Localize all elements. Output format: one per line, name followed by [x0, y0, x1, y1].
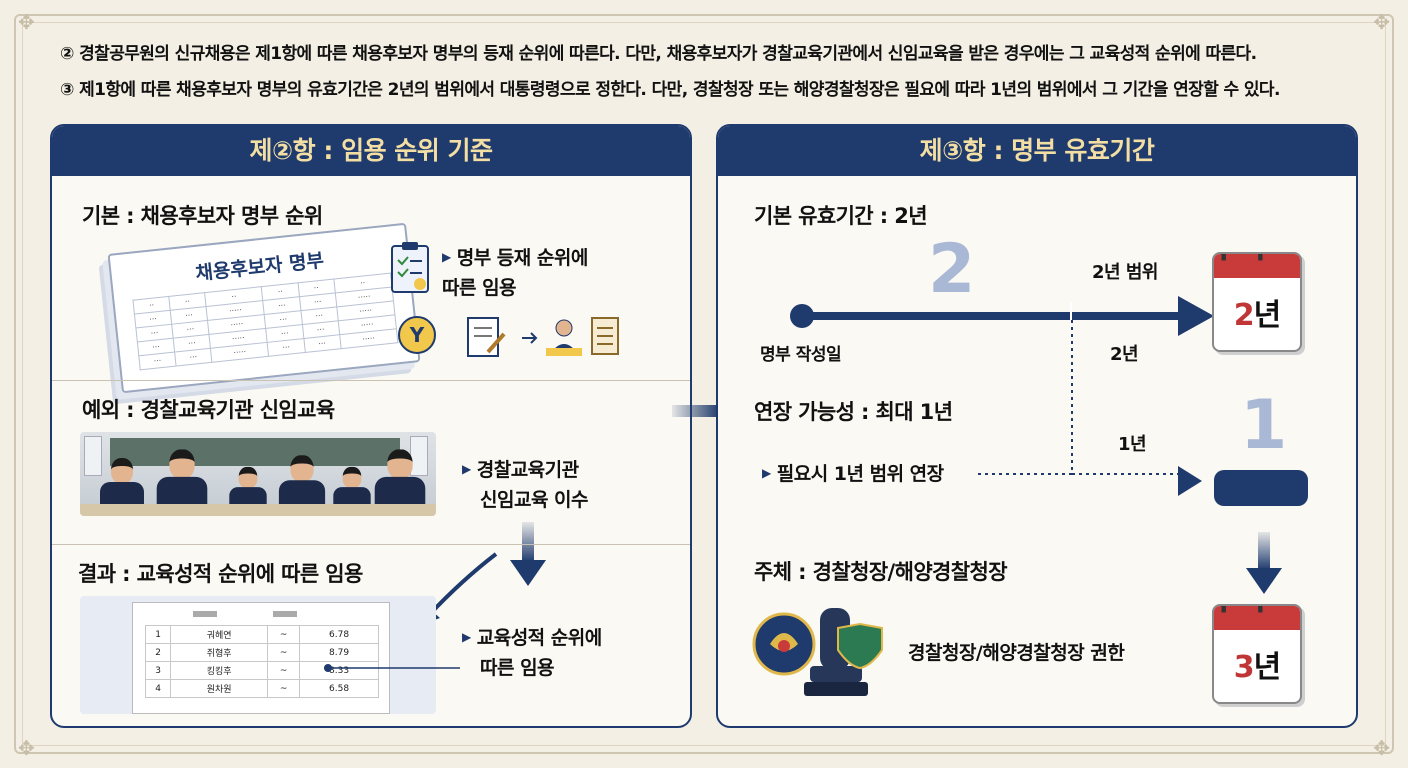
score-cell: 6.58 [299, 679, 379, 698]
range-label: 2년 범위 [1092, 262, 1158, 283]
start-date-label: 명부 작성일 [760, 345, 842, 365]
corner-ornament-icon: ✥ [18, 736, 35, 760]
extension-bullet: ▶ 필요시 1년 범위 연장 [762, 458, 944, 489]
panel-title: 제③항 : 명부 유효기간 [718, 126, 1356, 176]
bullet-line: 따른 임용 [480, 657, 555, 679]
calendar-value: 3년 [1214, 642, 1300, 686]
rank-cell: 1 [144, 625, 172, 644]
calendar-rings: ▮▮ [1220, 604, 1294, 614]
desk [80, 504, 436, 516]
section-divider [52, 380, 690, 381]
section-divider [718, 380, 1356, 381]
panel-title: 제②항 : 임용 순위 기준 [52, 126, 690, 176]
authority-label: 경찰청장/해양경찰청장 권한 [908, 642, 1125, 664]
pointer-line [324, 664, 460, 672]
calendar-unit: 년 [1253, 650, 1282, 685]
timeline-tick [1070, 302, 1072, 330]
corner-ornament-icon: ✥ [18, 10, 35, 34]
calendar-icon: ▮▮ 2년 [1212, 252, 1302, 352]
clause-3-panel: 제③항 : 명부 유효기간 기본 유효기간 : 2년 2 2년 범위 명부 작성… [716, 124, 1358, 728]
rank-cell: 2 [144, 643, 172, 662]
big-number-two: 2 [928, 230, 976, 309]
one-year-label: 1년 [1118, 434, 1147, 455]
calendar-unit: 년 [1253, 298, 1282, 333]
big-number-one: 1 [1240, 386, 1288, 465]
calendar-number: 2 [1233, 298, 1255, 333]
police-emblem-and-stamp-icon [752, 608, 883, 696]
bullet-line: 따른 임용 [442, 277, 517, 299]
name-cell: 원차원 [170, 679, 269, 698]
clipboard-icon [391, 242, 429, 293]
mark-cell: ~ [267, 679, 301, 698]
bullet-line: 명부 등재 순위에 [456, 247, 589, 269]
result-bullet: ▶ 교육성적 순위에 따른 임용 [462, 622, 602, 683]
bullet-triangle-icon: ▶ [762, 466, 771, 480]
window [84, 436, 102, 476]
extension-arrowhead-icon [1178, 466, 1202, 496]
law-text: ② 경찰공무원의 신규채용은 제1항에 따른 채용후보자 명부의 등재 순위에 … [60, 36, 1360, 108]
exception-bullet: ▶ 경찰교육기관 신임교육 이수 [462, 454, 589, 515]
timeline-bar [798, 312, 1188, 320]
subject-title: 주체 : 경찰청장/해양경찰청장 [754, 560, 1008, 584]
result-title: 결과 : 교육성적 순위에 따른 임용 [78, 562, 363, 586]
corner-ornament-icon: ✥ [1373, 10, 1390, 34]
calendar-number: 3 [1233, 650, 1255, 685]
extension-title: 연장 가능성 : 최대 1년 [754, 400, 953, 424]
bullet-line: 필요시 1년 범위 연장 [776, 463, 944, 485]
appointment-flow-icon [467, 317, 619, 357]
sheet-header-mark [273, 611, 297, 617]
name-cell: 쥐형후 [170, 643, 269, 662]
timeline-arrowhead-icon [1178, 296, 1214, 336]
cadet-figure [229, 466, 267, 516]
bullet-triangle-icon: ▶ [462, 630, 471, 644]
bullet-dotted-line [978, 473, 1074, 475]
down-arrow-icon [510, 522, 546, 586]
corner-ornament-icon: ✥ [1373, 736, 1390, 760]
basic-validity-title: 기본 유효기간 : 2년 [754, 204, 928, 228]
calendar-icon: ▮▮ 3년 [1212, 604, 1302, 704]
name-cell: 궈헤연 [170, 625, 269, 644]
roster-document: 채용후보자 명부 ············ ··················… [107, 222, 421, 394]
two-year-label: 2년 [1110, 344, 1139, 365]
mark-cell: ~ [267, 661, 301, 680]
blackboard [110, 438, 400, 466]
down-arrow-icon [1246, 532, 1282, 594]
clause-2-panel: 제②항 : 임용 순위 기준 기본 : 채용후보자 명부 순위 채용후보자 명부… [50, 124, 692, 728]
basic-rule-bullet: ▶ 명부 등재 순위에 따른 임용 [442, 242, 588, 303]
bullet-line: 경찰교육기관 [476, 459, 579, 481]
exception-title: 예외 : 경찰교육기관 신임교육 [82, 398, 335, 422]
classroom-image [80, 432, 436, 516]
bullet-triangle-icon: ▶ [442, 250, 451, 264]
bullet-line: 신임교육 이수 [480, 489, 589, 511]
stamp-pad-icon [1214, 470, 1308, 510]
section-divider [52, 544, 690, 545]
basic-rule-title: 기본 : 채용후보자 명부 순위 [82, 204, 323, 228]
clause-2-text: ② 경찰공무원의 신규채용은 제1항에 따른 채용후보자 명부의 등재 순위에 … [60, 44, 1257, 64]
rank-cell: 3 [144, 661, 172, 680]
bullet-triangle-icon: ▶ [462, 462, 471, 476]
approval-badge: Y [398, 316, 436, 354]
mark-cell: ~ [267, 625, 301, 644]
mark-cell: ~ [267, 643, 301, 662]
calendar-rings: ▮▮ [1220, 252, 1294, 262]
outer-frame [14, 14, 1394, 754]
clause-3-text: ③ 제1항에 따른 채용후보자 명부의 유효기간은 2년의 범위에서 대통령령으… [60, 80, 1280, 100]
score-cell: 6.78 [299, 625, 379, 644]
inner-frame [22, 22, 1386, 746]
calendar-value: 2년 [1214, 290, 1300, 334]
name-cell: 킹킹후 [170, 661, 269, 680]
score-cell: 8.79 [299, 643, 379, 662]
rank-cell: 4 [144, 679, 172, 698]
sheet-header-mark [193, 611, 217, 617]
bullet-line: 교육성적 순위에 [476, 627, 602, 649]
